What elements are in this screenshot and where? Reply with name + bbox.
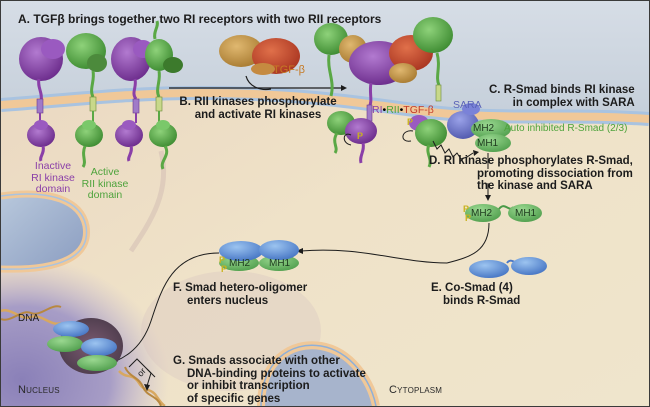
complex-dot-1: • [382,104,387,116]
oligomer-to-nucleus-path [100,252,220,367]
step-a-label: A. TGFβ brings together two RI receptors… [18,12,382,26]
smad-hetero-oligomer [219,240,299,271]
mh2-label-oligomer: MH2 [229,258,251,269]
step-d-line-1: D. RI kinase phosphorylates R-Smad, [429,155,633,167]
phospho-marker-1: P [463,204,470,214]
auto-inhibited-rsmad-label: Auto inhibited R-Smad (2/3) [504,123,628,134]
complex-ri-text: RI [372,104,383,116]
phospho-marker-ri: P [357,131,364,141]
mh1-label-oligomer: MH1 [269,258,291,269]
complex-rii-text: RII [386,104,400,116]
inactive-ri-line-2: RI kinase [31,171,75,184]
co-smad-4 [469,257,547,278]
ligand-binding-arrow-curve [245,75,272,91]
dna-helix [1,305,166,406]
step-g-line-1: G. Smads associate with other [173,355,340,367]
step-c-line-2: in complex with SARA [512,96,635,109]
rsmad-to-cosmad-path [446,222,490,264]
phospho-marker-2: P [465,213,472,223]
dna-label: DNA [18,313,40,324]
step-g-label: G. Smads associate with other DNA-bindin… [173,355,366,405]
rii-receptor-1 [66,33,107,168]
step-d-line-3: the kinase and SARA [477,180,593,192]
ri-receptor-1 [19,37,65,162]
ri-receptor-2 [111,37,153,162]
step-d-arrowhead [485,195,491,201]
step-d-line-2: promoting dissociation from [477,167,633,180]
auto-inhibited-rsmad [471,119,511,152]
active-rii-line-2: RII kinase [81,177,129,190]
cosmad-to-oligomer-arrow [300,249,448,264]
phospho-marker-ri-2: P [407,117,414,127]
step-f-label: F. Smad hetero-oligomer enters nucleus [173,282,307,307]
phosphorylation-arrow-1 [343,133,352,146]
step-d-label: D. RI kinase phosphorylates R-Smad, prom… [429,155,633,193]
receptor-complex-label: RI•RII•TGF-β [372,104,434,117]
step-c-label: C. R-Smad binds RI kinase in complex wit… [489,84,635,109]
mh2-label-phospho: MH2 [471,208,493,219]
phosphorylation-arrow-2 [402,130,414,142]
zigzag-phospho-arrow [432,140,474,160]
cytoplasm-label: Cytoplasm [389,384,443,396]
sara-label: SARA [453,99,482,111]
activate-or-inhibit-indicator [128,358,156,391]
cosmad-arrowhead [296,248,303,254]
step-b-label: B. RII kinases phosphorylate and activat… [173,96,343,121]
phosphorylated-rsmad [465,204,542,222]
nuclear-envelope-edge [260,344,377,406]
step-g-line-2: DNA-binding proteins to activate [187,367,366,380]
nucleus-label: Nucleus [18,384,60,396]
active-rii-line-3: domain [87,189,123,201]
mh2-label-auto: MH2 [473,123,495,134]
phospho-marker-4: P [221,264,228,274]
step-f-line-2: enters nucleus [187,294,269,307]
step-e-label: E. Co-Smad (4) binds R-Smad [431,282,520,307]
phospho-marker-3: P [219,255,226,265]
step-b-line-2: and activate RI kinases [194,108,322,121]
mh1-label-auto: MH1 [477,138,499,149]
complex-dot-2: • [399,104,404,116]
step-e-line-2: binds R-Smad [443,294,521,307]
inactive-ri-kinase-label: Inactive RI kinase domain [27,160,79,196]
rii-receptor-2 [145,20,183,170]
step-b-line-1: B. RII kinases phosphorylate [179,96,337,108]
zigzag-arrowhead [473,150,479,156]
endomembrane-left-edge [1,193,88,270]
step-f-line-1: F. Smad hetero-oligomer [173,282,308,294]
mh1-label-phospho: MH1 [515,208,537,219]
receptor-complex [314,17,480,168]
step-g-line-4: of specific genes [187,392,281,405]
step-a-to-b-arrowhead [341,85,347,91]
active-rii-line-1: Active [90,166,120,178]
step-g-line-3: or inhibit transcription [187,380,310,392]
nucleus-region [1,231,211,406]
tgf-beta-label: TGF-β [273,64,305,76]
transcription-complex [47,318,123,374]
step-c-line-1: C. R-Smad binds RI kinase [489,84,635,96]
inactive-ri-line-3: domain [35,183,71,195]
tgf-beta-ligand [219,35,300,75]
step-e-line-1: E. Co-Smad (4) [431,282,513,294]
complex-tgf-text: TGF-β [403,104,434,116]
inactive-ri-line-1: Inactive [34,160,72,172]
active-rii-kinase-label: Active RII kinase domain [77,166,133,202]
